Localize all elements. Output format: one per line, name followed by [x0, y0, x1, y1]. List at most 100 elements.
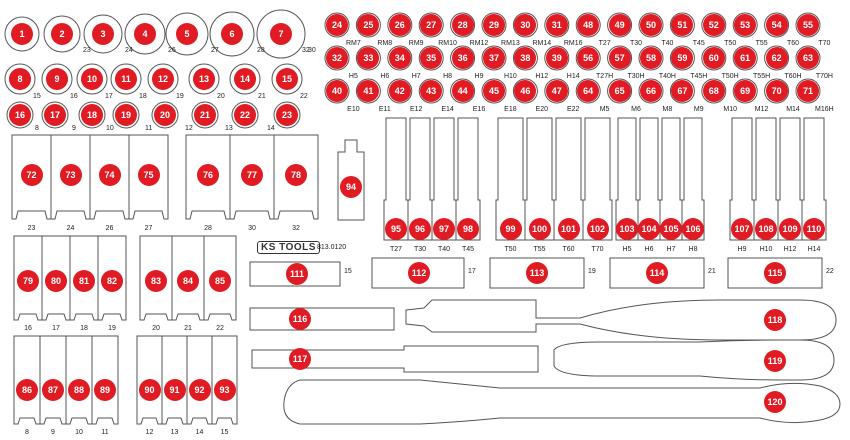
socket-size-label: 18 — [139, 93, 147, 100]
socket-number-badge: 11 — [115, 68, 137, 90]
bit-number-badge: 68 — [702, 80, 725, 102]
bit-outline — [795, 45, 821, 71]
bit-socket-outline — [249, 261, 341, 287]
long-bit-size-label: T55 — [533, 246, 546, 253]
socket-number-badge: 7 — [270, 23, 292, 45]
socket-size-label: 24 — [125, 47, 133, 54]
bit-size-label: H9 — [474, 73, 484, 80]
socket-number-badge: 2 — [51, 23, 73, 45]
bit-number-badge: 54 — [765, 14, 788, 36]
socket-number-badge: 17 — [44, 104, 66, 126]
socket-outline — [256, 9, 306, 59]
bit-size-label: RM7 — [346, 40, 361, 47]
bit-outline — [575, 12, 601, 38]
socket-number-badge: 5 — [176, 23, 198, 45]
long-bit-number-badge: 110 — [803, 218, 825, 240]
bit-outline — [387, 45, 413, 71]
bit-outline — [481, 78, 507, 104]
long-bit-size-label: T70 — [591, 246, 604, 253]
bit-size-label: T40H — [658, 73, 676, 80]
socket-slot-number-badge: 85 — [209, 270, 231, 292]
bit-number-badge: 30 — [514, 14, 537, 36]
bit-size-label: T60H — [784, 73, 802, 80]
socket-slot-size-label: 15 — [220, 429, 229, 436]
socket-slot-size-label: 8 — [25, 429, 29, 436]
bit-number-badge: 46 — [514, 80, 537, 102]
bit-size-label: T45 — [692, 40, 705, 47]
bit-outline — [607, 45, 633, 71]
bit-socket-outline — [489, 257, 585, 289]
bit-outline — [607, 12, 633, 38]
socket-slot-size-label: 10 — [75, 429, 83, 436]
bit-outline — [387, 78, 413, 104]
bit-outline — [795, 78, 821, 104]
socket-outline — [43, 15, 81, 53]
bit-number-badge: 60 — [702, 47, 725, 69]
bit-number-badge: 35 — [420, 47, 443, 69]
long-bit-number-badge: 102 — [586, 218, 609, 240]
deep-socket-number-badge: 75 — [137, 164, 160, 186]
bit-size-label: E11 — [378, 106, 391, 113]
bit-number-badge: 59 — [671, 47, 694, 69]
socket-slot-size-label: 21 — [184, 325, 192, 332]
extension-outline — [249, 307, 395, 331]
bit-outline — [732, 78, 758, 104]
socket-number-badge: 9 — [46, 68, 68, 90]
socket-number-badge: 20 — [154, 104, 176, 126]
bit-size-label: T30H — [627, 73, 645, 80]
socket-outline — [188, 63, 220, 95]
bit-number-badge: 24 — [326, 14, 348, 36]
bit-number-badge: 42 — [388, 80, 411, 102]
socket-slot-number-badge: 82 — [101, 270, 123, 292]
socket-slot-number-badge: 83 — [145, 270, 167, 292]
bit-size-label: T30 — [629, 40, 643, 47]
socket-slot-size-label: 14 — [195, 429, 204, 436]
socket-number-badge: 4 — [134, 23, 156, 45]
ratchet-outline — [283, 379, 841, 425]
socket-slot-number-badge: 87 — [42, 379, 64, 401]
bit-outline — [701, 45, 727, 71]
socket-size-label: 15 — [33, 93, 41, 100]
socket-slot-number-badge: 93 — [213, 379, 236, 401]
bit-outline — [638, 78, 664, 104]
socket-number-badge: 16 — [9, 104, 31, 126]
long-bit-number-badge: 100 — [528, 218, 551, 240]
long-bit-size-label: T45 — [461, 246, 475, 253]
long-bit-size-label: H7 — [666, 246, 676, 253]
bit-outline — [450, 45, 476, 71]
long-bit-number-badge: 98 — [457, 218, 479, 240]
bit-socket-number-badge: 112 — [408, 262, 430, 284]
socket-size-label: 32 — [302, 47, 310, 54]
bit-number-badge: 49 — [608, 14, 631, 36]
long-bit-number-badge: 96 — [409, 218, 431, 240]
bit-size-label: T50 — [724, 40, 737, 47]
bit-size-label: T40 — [661, 40, 674, 47]
bit-outline — [669, 45, 695, 71]
bit-outline — [324, 78, 350, 104]
bit-outline — [575, 78, 601, 104]
bit-size-label: RM14 — [532, 40, 552, 47]
bit-outline — [764, 78, 790, 104]
long-bit-outline — [801, 117, 827, 241]
socket-size-label: 9 — [72, 125, 76, 132]
extension-number-badge: 117 — [289, 348, 311, 370]
bit-size-label: T60 — [786, 40, 800, 47]
bit-outline — [512, 12, 538, 38]
bit-size-label: RM16 — [563, 40, 583, 47]
socket-slot-size-label: 19 — [108, 325, 116, 332]
bit-outline — [607, 78, 633, 104]
socket-outline — [76, 63, 108, 95]
bit-socket-outline — [727, 257, 823, 289]
bit-number-badge: 45 — [483, 80, 505, 102]
bit-size-label: H5 — [348, 73, 358, 80]
deep-socket-size-label: 27 — [144, 225, 153, 232]
bit-size-label: T70H — [815, 73, 833, 80]
bit-size-label: M16H — [815, 106, 834, 113]
socket-size-label: 11 — [145, 125, 153, 132]
bit-number-badge: 34 — [388, 47, 411, 69]
socket-outline — [273, 101, 301, 129]
bit-size-label: T27 — [598, 40, 611, 47]
bit-outline — [764, 12, 790, 38]
socket-outline — [147, 63, 179, 95]
socket-size-label: 20 — [217, 93, 225, 100]
